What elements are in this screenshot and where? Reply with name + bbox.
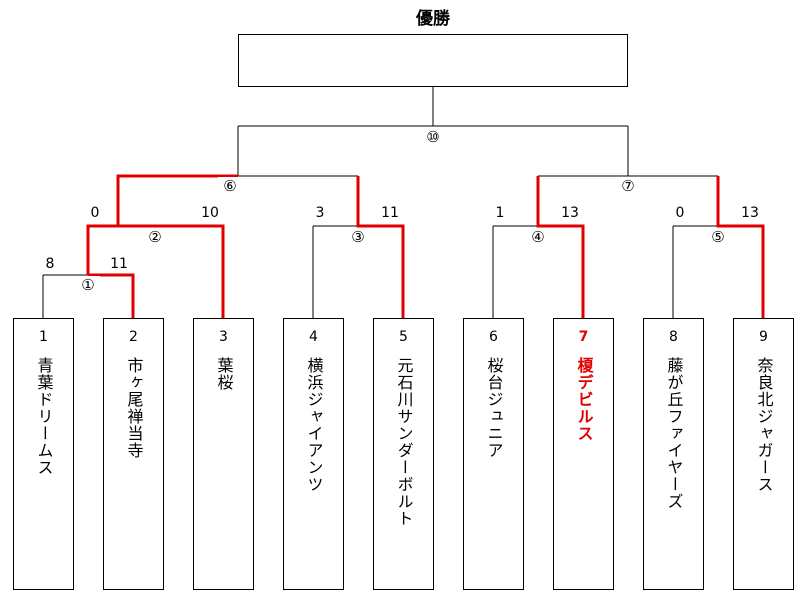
team-number: 8 xyxy=(669,329,678,345)
match-label-3: ③ xyxy=(346,228,370,246)
score-match1-left: 8 xyxy=(45,256,55,272)
team-box-1: 1 青葉ドリームス xyxy=(13,318,74,590)
match4-winner-path xyxy=(536,176,585,318)
team-name: 葉桜 xyxy=(214,357,234,391)
team-number: 2 xyxy=(129,329,138,345)
match-label-4: ④ xyxy=(526,228,550,246)
team-name: 元石川サンダーボルト xyxy=(394,357,414,527)
match-label-6: ⑥ xyxy=(218,177,242,195)
match1-winner-path xyxy=(88,273,135,318)
team-box-4: 4 横浜ジャイアンツ xyxy=(283,318,344,590)
team-number: 7 xyxy=(578,329,589,345)
team-box-3: 3 葉桜 xyxy=(193,318,254,590)
team-name: 桜台ジュニア xyxy=(484,357,504,459)
champion-title: 優勝 xyxy=(416,9,450,29)
match-label-7: ⑦ xyxy=(616,177,640,195)
team-box-9: 9 奈良北ジャガース xyxy=(733,318,794,590)
team-box-2: 2 市ヶ尾禅当寺 xyxy=(103,318,164,590)
score-match4-right: 13 xyxy=(561,205,579,221)
match-label-1: ① xyxy=(76,276,100,294)
match-label-2: ② xyxy=(143,228,167,246)
match6-winner-path xyxy=(116,174,238,226)
team-box-6: 6 桜台ジュニア xyxy=(463,318,524,590)
score-match5-left: 0 xyxy=(675,205,685,221)
team-name: 横浜ジャイアンツ xyxy=(304,357,324,493)
team-name: 榎デビルス xyxy=(574,357,594,442)
team-number: 5 xyxy=(399,329,408,345)
score-match3-left: 3 xyxy=(315,205,325,221)
score-match2-right: 10 xyxy=(201,205,219,221)
match-label-5: ⑤ xyxy=(706,228,730,246)
team-number: 1 xyxy=(39,329,48,345)
match2-winner-right xyxy=(118,224,225,318)
team-box-8: 8 藤が丘ファイヤーズ xyxy=(643,318,704,590)
score-match3-right: 11 xyxy=(381,205,399,221)
score-match2-left: 0 xyxy=(90,205,100,221)
team-name: 青葉ドリームス xyxy=(34,357,54,476)
team-box-5: 5 元石川サンダーボルト xyxy=(373,318,434,590)
score-match1-right: 11 xyxy=(110,256,128,272)
champion-box xyxy=(238,34,628,87)
match2-winner-left xyxy=(86,224,118,275)
team-name: 奈良北ジャガース xyxy=(754,357,774,493)
team-name: 藤が丘ファイヤーズ xyxy=(664,357,684,510)
team-box-7: 7 榎デビルス xyxy=(553,318,614,590)
team-number: 6 xyxy=(489,329,498,345)
score-match5-right: 13 xyxy=(741,205,759,221)
match5-winner-path xyxy=(716,176,765,318)
team-number: 4 xyxy=(309,329,318,345)
team-number: 3 xyxy=(219,329,228,345)
match-label-10: ⑩ xyxy=(421,128,445,146)
score-match4-left: 1 xyxy=(495,205,505,221)
team-number: 9 xyxy=(759,329,768,345)
team-name: 市ヶ尾禅当寺 xyxy=(124,357,144,459)
match3-winner-path xyxy=(356,176,405,318)
